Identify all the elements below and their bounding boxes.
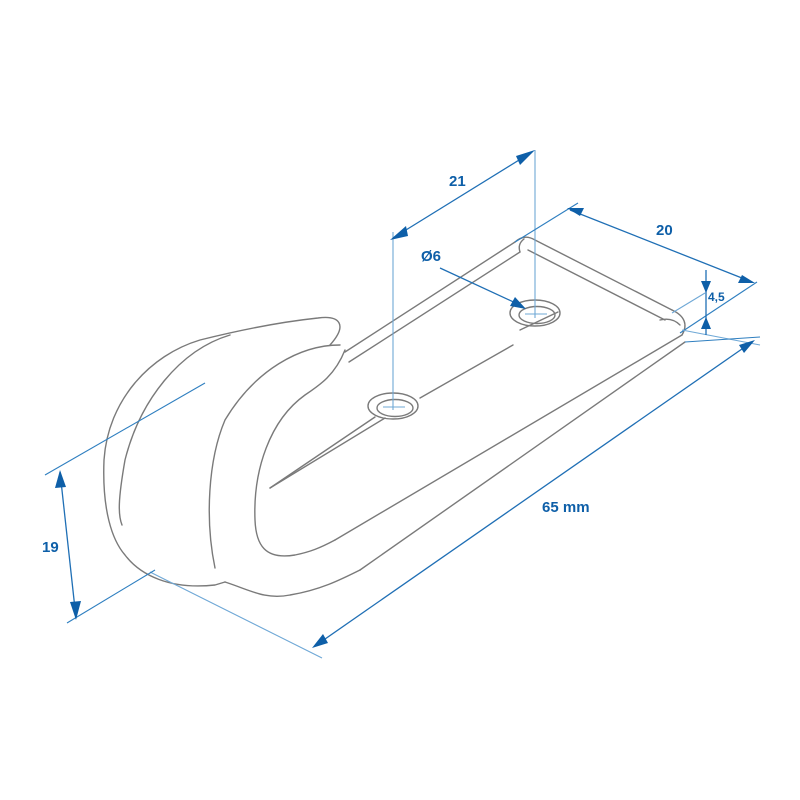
dimension-hole-diameter — [439, 267, 526, 309]
hook-part — [103, 316, 386, 597]
hook-bottom-edge — [224, 569, 361, 597]
label-hole-spacing: 21 — [449, 173, 466, 190]
dimension-plate-thickness — [671, 270, 761, 346]
label-hole-diameter: Ø6 — [421, 248, 442, 265]
hook-knob-outline — [103, 316, 341, 587]
label-plate-thickness: 4,5 — [708, 290, 725, 304]
label-hook-height: 19 — [42, 539, 59, 556]
dimension-overall-length — [149, 336, 761, 659]
dimension-plate-width — [514, 202, 758, 334]
label-plate-width: 20 — [656, 222, 673, 239]
label-overall-length: 65 mm — [542, 499, 590, 516]
mounting-plate — [269, 236, 686, 571]
hook-curve-back — [208, 344, 341, 569]
hole-near — [367, 392, 419, 420]
hook-inner-loop — [254, 349, 346, 557]
dimension-hole-spacing — [390, 150, 536, 410]
dimension-hook-height — [44, 382, 206, 624]
hook-knob-ridge — [118, 334, 231, 526]
hook-groove-line — [269, 417, 386, 489]
